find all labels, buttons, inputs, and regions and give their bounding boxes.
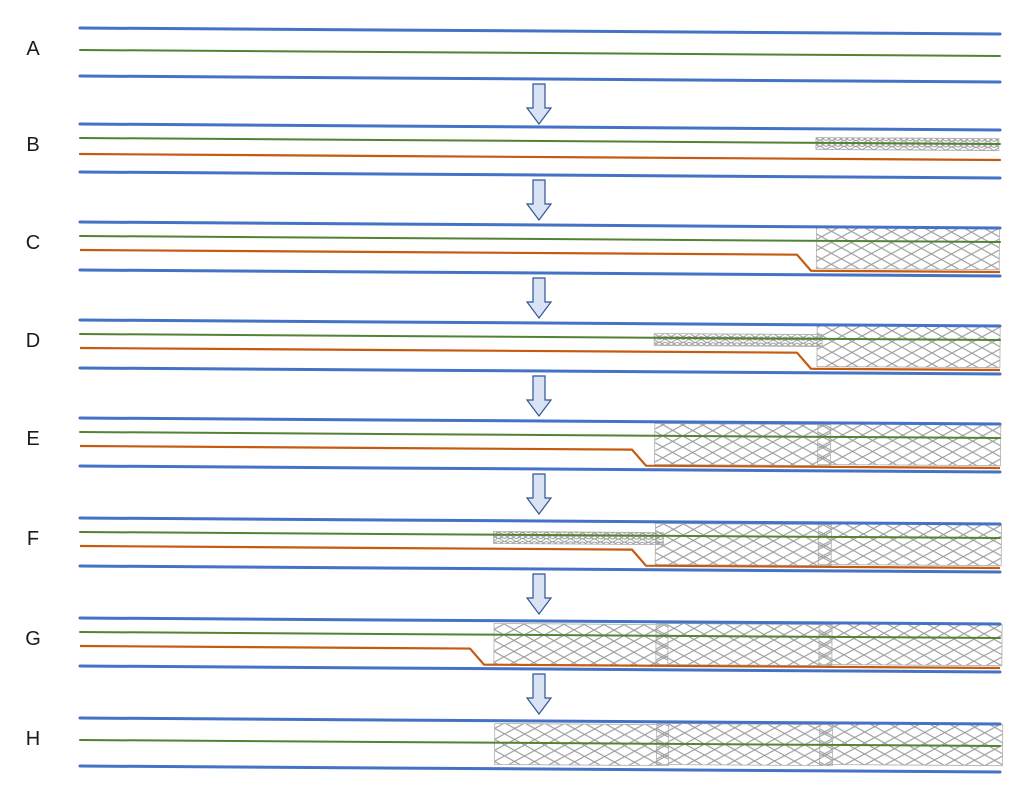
down-arrow-icon [525,277,553,319]
guidewire-orange [79,248,1001,274]
down-arrow-icon [525,83,553,125]
guidewire-green [79,49,1001,57]
panel-label: D [26,330,40,352]
vessel-wall-bottom [78,664,1002,674]
vessel-wall-bottom [78,268,1002,278]
vessel-wall-top [78,318,1002,328]
vessel-wall-top [78,616,1002,626]
guidewire-orange [78,152,1002,162]
vessel-wall-bottom [78,564,1002,574]
panel-label: C [26,232,40,254]
vessel-wall-bottom [78,74,1002,84]
stent-expanded [494,723,670,767]
guidewire-orange [79,346,1001,372]
panel-g: G [25,616,1003,674]
guidewire-green [79,431,1001,439]
guidewire-orange [79,544,1001,570]
down-arrow-icon [525,473,553,515]
panel-label: F [27,528,39,550]
stent-expanded [493,623,669,667]
vessel-wall-top [78,220,1002,230]
vessel-wall-bottom [78,170,1002,180]
vessel-wall-top [78,516,1002,526]
guidewire-orange [79,444,1001,470]
guidewire-green [79,531,1001,539]
guidewire-green [79,631,1001,639]
stent-crimped [493,531,664,546]
vessel-wall-top [78,26,1002,36]
down-arrow-icon [525,673,553,715]
panel-label: B [26,134,39,156]
down-arrow-icon [525,179,553,221]
stent-expanded [816,325,1001,369]
panel-f: F [27,516,1002,574]
panel-label: G [25,628,41,650]
stent-expanded [654,423,832,467]
stent-expanded [817,423,1002,467]
panel-d: D [26,318,1002,376]
down-arrow-icon [525,573,553,615]
vessel-wall-top [78,716,1002,726]
panel-a: A [26,26,1002,84]
stent-expanded [815,227,1000,271]
stent-expanded [654,523,832,567]
panel-b: B [26,122,1002,180]
vessel-wall-top [78,416,1002,426]
panel-label: A [26,38,40,60]
panel-label: H [26,728,40,750]
guidewire-green [79,333,1001,341]
guidewire-green [79,235,1001,243]
panel-c: C [26,220,1002,278]
stent-expanded [655,623,833,667]
vessel-wall-top [78,122,1002,132]
guidewire-green [79,739,1001,747]
guidewire-orange [79,644,1001,670]
stent-crimped [653,333,823,347]
vessel-wall-bottom [78,366,1002,376]
vessel-wall-bottom [78,764,1002,774]
stent-expanded [818,623,1003,667]
stent-expanded [817,523,1002,567]
panel-label: E [26,428,39,450]
guidewire-green [79,137,1001,145]
vessel-wall-bottom [78,464,1002,474]
down-arrow-icon [525,375,553,417]
panel-h: H [26,716,1004,774]
panel-e: E [26,416,1002,474]
